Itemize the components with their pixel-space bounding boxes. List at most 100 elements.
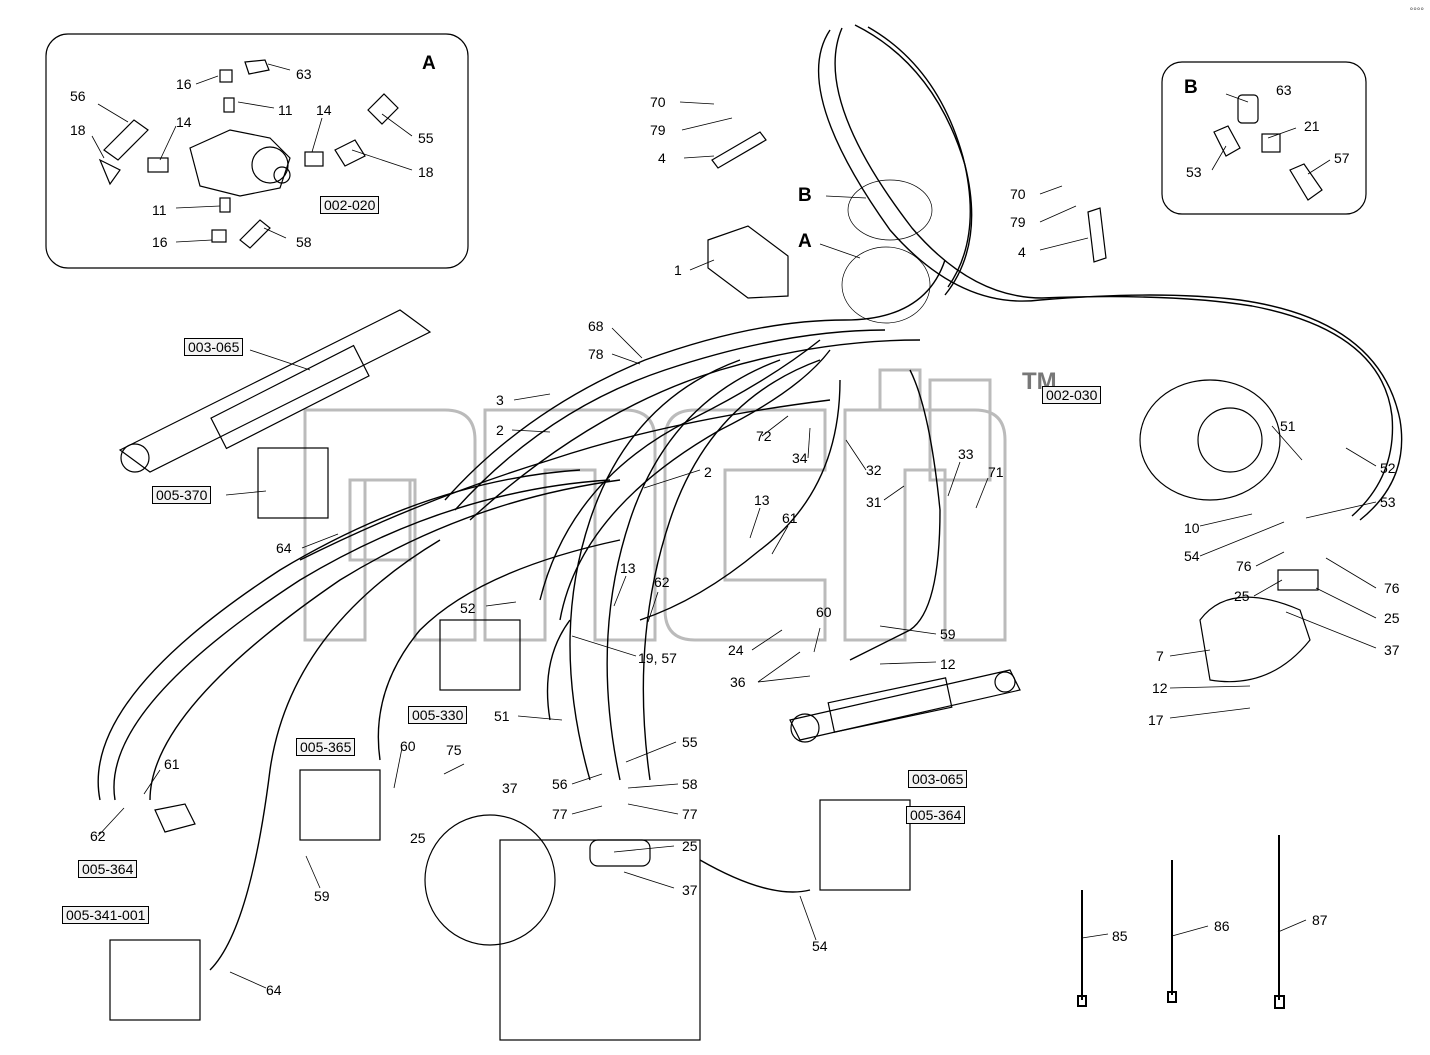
- part-label-79[interactable]: 79: [1010, 214, 1026, 230]
- part-label-87[interactable]: 87: [1312, 912, 1328, 928]
- part-label-75[interactable]: 75: [446, 742, 462, 758]
- ref-003-065[interactable]: 003-065: [184, 338, 244, 356]
- part-label-54[interactable]: 54: [1184, 548, 1200, 564]
- part-label-58[interactable]: 58: [296, 234, 312, 250]
- part-label-63[interactable]: 63: [1276, 82, 1292, 98]
- part-label-63[interactable]: 63: [296, 66, 312, 82]
- part-label-36[interactable]: 36: [730, 674, 746, 690]
- part-label-10[interactable]: 10: [1184, 520, 1200, 536]
- part-label-53[interactable]: 53: [1380, 494, 1396, 510]
- part-label-37[interactable]: 37: [682, 882, 698, 898]
- part-label-86[interactable]: 86: [1214, 918, 1230, 934]
- part-label-12[interactable]: 12: [940, 656, 956, 672]
- inset-b-title: B: [1184, 77, 1198, 98]
- callout-circle-b: [847, 179, 933, 241]
- cable-ties: [1077, 835, 1285, 1009]
- part-label-70[interactable]: 70: [1010, 186, 1026, 202]
- part-label-76[interactable]: 76: [1384, 580, 1400, 596]
- part-label-85[interactable]: 85: [1112, 928, 1128, 944]
- part-label-62[interactable]: 62: [654, 574, 670, 590]
- part-label-64[interactable]: 64: [266, 982, 282, 998]
- part-label-77[interactable]: 77: [552, 806, 568, 822]
- part-label-11[interactable]: 11: [152, 202, 167, 218]
- part-label-70[interactable]: 70: [650, 94, 666, 110]
- ref-005-365[interactable]: 005-365: [296, 738, 356, 756]
- part-label-4[interactable]: 4: [658, 150, 666, 166]
- part-label-60[interactable]: 60: [816, 604, 832, 620]
- part-label-76[interactable]: 76: [1236, 558, 1252, 574]
- callout-a: A: [798, 231, 812, 252]
- part-label-62[interactable]: 62: [90, 828, 106, 844]
- part-label-21[interactable]: 21: [1304, 118, 1320, 134]
- part-label-32[interactable]: 32: [866, 462, 882, 478]
- part-label-13[interactable]: 13: [754, 492, 770, 508]
- part-label-13[interactable]: 13: [620, 560, 636, 576]
- part-1-block: [707, 225, 789, 299]
- part-label-51[interactable]: 51: [494, 708, 510, 724]
- part-label-25[interactable]: 25: [1234, 588, 1250, 604]
- valve-005-341-001: [109, 939, 201, 1021]
- part-label-14[interactable]: 14: [176, 114, 192, 130]
- ref-005-341-001[interactable]: 005-341-001: [62, 906, 150, 924]
- part-label-4[interactable]: 4: [1018, 244, 1026, 260]
- part-label-17[interactable]: 17: [1148, 712, 1164, 728]
- part-label-3[interactable]: 3: [496, 392, 504, 408]
- part-label-7[interactable]: 7: [1156, 648, 1164, 664]
- part-label-14[interactable]: 14: [316, 102, 332, 118]
- part-label-25[interactable]: 25: [682, 838, 698, 854]
- part-label-2[interactable]: 2: [704, 464, 712, 480]
- part-label-56[interactable]: 56: [552, 776, 568, 792]
- part-label-16[interactable]: 16: [176, 76, 192, 92]
- part-label-55[interactable]: 55: [418, 130, 434, 146]
- part-label-52[interactable]: 52: [1380, 460, 1396, 476]
- callout-b: B: [798, 185, 812, 206]
- part-label-19-57[interactable]: 19, 57: [638, 650, 677, 666]
- part-label-24[interactable]: 24: [728, 642, 744, 658]
- part-label-51[interactable]: 51: [1280, 418, 1296, 434]
- part-label-61[interactable]: 61: [782, 510, 798, 526]
- part-label-59[interactable]: 59: [940, 626, 956, 642]
- part-label-16[interactable]: 16: [152, 234, 168, 250]
- part-label-18[interactable]: 18: [418, 164, 434, 180]
- part-label-52[interactable]: 52: [460, 600, 476, 616]
- part-label-61[interactable]: 61: [164, 756, 180, 772]
- part-label-25[interactable]: 25: [1384, 610, 1400, 626]
- ref-005-364[interactable]: 005-364: [906, 806, 966, 824]
- part-label-31[interactable]: 31: [866, 494, 882, 510]
- part-label-55[interactable]: 55: [682, 734, 698, 750]
- part-label-37[interactable]: 37: [1384, 642, 1400, 658]
- part-label-33[interactable]: 33: [958, 446, 974, 462]
- part-label-60[interactable]: 60: [400, 738, 416, 754]
- part-label-71[interactable]: 71: [988, 464, 1004, 480]
- part-label-2[interactable]: 2: [496, 422, 504, 438]
- part-label-68[interactable]: 68: [588, 318, 604, 334]
- part-label-79[interactable]: 79: [650, 122, 666, 138]
- part-label-18[interactable]: 18: [70, 122, 86, 138]
- ref-005-364[interactable]: 005-364: [78, 860, 138, 878]
- inset-a-pump: [98, 59, 399, 249]
- part-label-72[interactable]: 72: [756, 428, 772, 444]
- part-label-59[interactable]: 59: [314, 888, 330, 904]
- part-label-77[interactable]: 77: [682, 806, 698, 822]
- watermark-logo: [303, 368, 1007, 642]
- part-label-37[interactable]: 37: [502, 780, 518, 796]
- part-label-34[interactable]: 34: [792, 450, 808, 466]
- ref-003-065[interactable]: 003-065: [908, 770, 968, 788]
- inset-a-frame: [45, 33, 469, 269]
- ref-005-330[interactable]: 005-330: [408, 706, 468, 724]
- part-label-56[interactable]: 56: [70, 88, 86, 104]
- part-label-53[interactable]: 53: [1186, 164, 1202, 180]
- ref-002-030[interactable]: 002-030: [1042, 386, 1102, 404]
- part-label-64[interactable]: 64: [276, 540, 292, 556]
- part-label-25[interactable]: 25: [410, 830, 426, 846]
- part-label-1[interactable]: 1: [674, 262, 682, 278]
- part-label-78[interactable]: 78: [588, 346, 604, 362]
- part-label-58[interactable]: 58: [682, 776, 698, 792]
- part-label-57[interactable]: 57: [1334, 150, 1350, 166]
- part-label-12[interactable]: 12: [1152, 680, 1168, 696]
- part-label-11[interactable]: 11: [278, 102, 293, 118]
- ref-005-370[interactable]: 005-370: [152, 486, 212, 504]
- part-label-54[interactable]: 54: [812, 938, 828, 954]
- ref-002-020[interactable]: 002-020: [320, 196, 380, 214]
